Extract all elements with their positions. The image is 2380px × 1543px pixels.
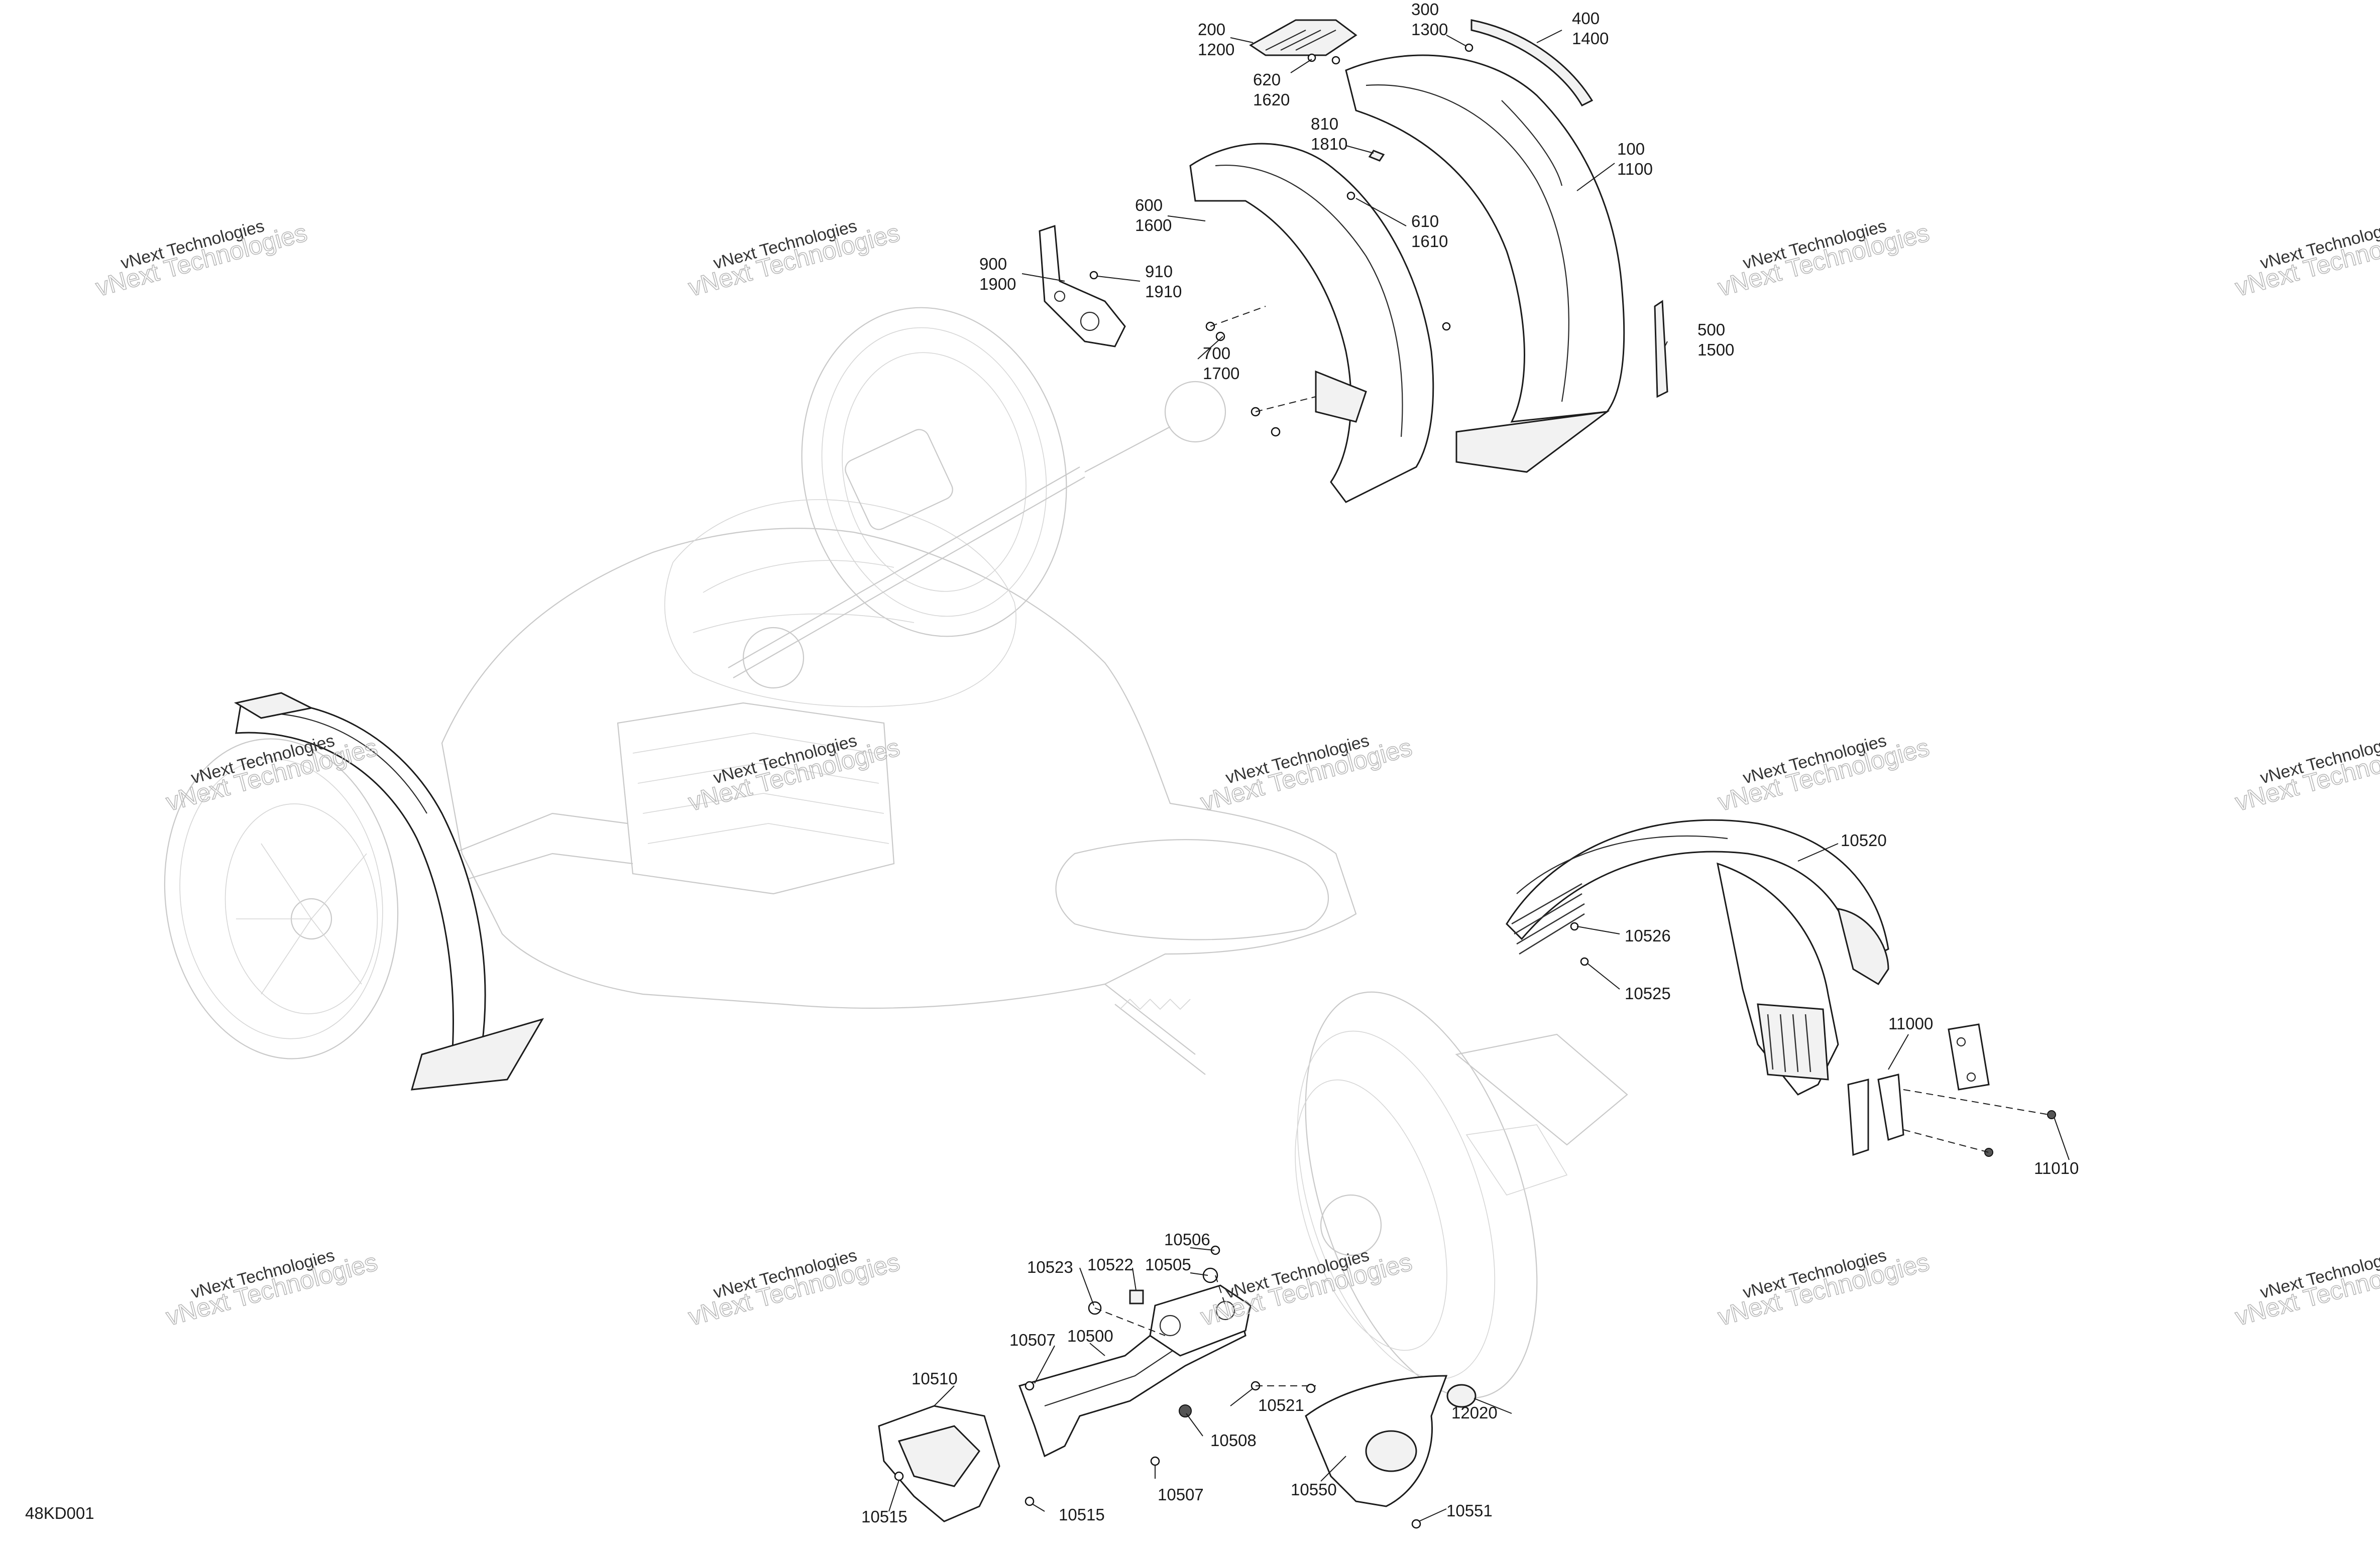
callout-labels: 200 1200 620 1620 300 1300 400 1400 810 …: [25, 0, 2079, 1526]
front-fender-100: [1345, 54, 1625, 423]
trim-strip-400: [1470, 19, 1594, 106]
callout-10507-bottom: 10507: [1158, 1485, 1204, 1504]
callout-10500: 10500: [1067, 1327, 1113, 1345]
callout-1700: 1700: [1203, 364, 1239, 383]
callout-1400: 1400: [1572, 29, 1609, 48]
callout-10550: 10550: [1291, 1480, 1337, 1499]
fender-grille: [1511, 883, 1585, 955]
inner-liner-600: [1189, 143, 1434, 503]
cap-12020: [1446, 1384, 1477, 1408]
plate-11000: [1948, 1023, 1990, 1091]
callout-620: 620: [1253, 70, 1281, 89]
callout-10515-right: 10515: [1059, 1505, 1105, 1524]
callout-10551: 10551: [1446, 1501, 1493, 1520]
callout-810: 810: [1311, 114, 1338, 133]
callout-1910: 1910: [1145, 282, 1182, 301]
callout-10525: 10525: [1625, 984, 1671, 1003]
callout-10508: 10508: [1210, 1431, 1257, 1450]
callout-200: 200: [1198, 20, 1225, 39]
diagram-code: 48KD001: [25, 1504, 94, 1522]
callout-500: 500: [1697, 320, 1725, 339]
callout-10515-left: 10515: [861, 1507, 908, 1526]
front-fender-exploded: [1039, 19, 1668, 503]
callout-700: 700: [1203, 344, 1230, 363]
rear-fender-exploded: [1506, 819, 2056, 1157]
callout-900: 900: [979, 255, 1007, 273]
callout-1620: 1620: [1253, 90, 1290, 109]
front-left-fender-installed: [234, 692, 544, 1091]
screw-910: [1089, 271, 1098, 280]
callout-10510: 10510: [912, 1369, 958, 1388]
callout-300: 300: [1411, 0, 1439, 19]
callout-10523: 10523: [1027, 1258, 1073, 1276]
callout-10505: 10505: [1145, 1255, 1191, 1274]
callout-10520: 10520: [1841, 831, 1887, 850]
callout-1610: 1610: [1411, 232, 1448, 251]
rear-fender-10520: [1506, 819, 1889, 966]
callout-100: 100: [1617, 140, 1645, 158]
bracket-900: [1039, 224, 1126, 347]
vehicle-ghost-outline: [164, 307, 1628, 1399]
screw-300: [1464, 43, 1474, 52]
callout-600: 600: [1135, 196, 1163, 214]
reflector-500: [1654, 300, 1668, 398]
callout-12020: 12020: [1451, 1403, 1498, 1422]
callout-10506: 10506: [1164, 1230, 1210, 1249]
fender-light-part-200: [1249, 19, 1357, 56]
callout-1100: 1100: [1617, 160, 1653, 178]
callout-10526: 10526: [1625, 926, 1671, 945]
screw-620b: [1331, 56, 1340, 65]
callout-1810: 1810: [1311, 135, 1347, 153]
rear-grille: [1767, 1014, 1811, 1073]
callout-910: 910: [1145, 262, 1173, 281]
callout-1500: 1500: [1697, 340, 1734, 359]
callout-1600: 1600: [1135, 216, 1172, 234]
callout-1900: 1900: [979, 275, 1016, 293]
callout-10521: 10521: [1258, 1396, 1304, 1414]
callout-610: 610: [1411, 212, 1439, 230]
callout-1300: 1300: [1411, 20, 1448, 39]
callout-400: 400: [1572, 9, 1600, 28]
callout-10522: 10522: [1087, 1255, 1134, 1274]
callout-11000: 11000: [1888, 1014, 1933, 1033]
callout-11010: 11010: [2034, 1159, 2079, 1177]
callout-1200: 1200: [1198, 40, 1234, 59]
callout-10507-top: 10507: [1009, 1331, 1056, 1349]
screw-620: [1307, 53, 1316, 62]
leader-lines: [888, 30, 2070, 1522]
lower-bracket-assembly: [878, 1245, 1477, 1529]
